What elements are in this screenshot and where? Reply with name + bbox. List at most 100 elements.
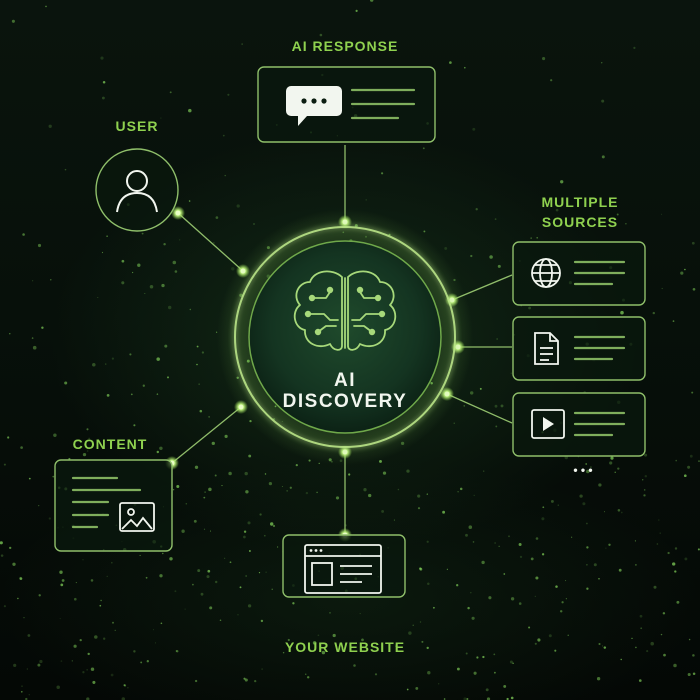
particle xyxy=(683,474,687,478)
particle xyxy=(161,283,165,288)
particle xyxy=(244,471,248,476)
particle xyxy=(100,599,102,602)
image-icon xyxy=(119,502,155,532)
particle xyxy=(22,233,25,236)
particle xyxy=(368,493,372,498)
particle xyxy=(363,488,367,492)
particle xyxy=(27,634,31,637)
particle xyxy=(88,437,90,439)
particle xyxy=(259,513,262,516)
particle xyxy=(200,592,204,596)
particle xyxy=(3,463,6,466)
particle xyxy=(642,479,644,481)
particle xyxy=(485,688,489,692)
particle xyxy=(144,292,146,295)
particle xyxy=(365,199,367,201)
particle xyxy=(60,583,64,587)
particle xyxy=(620,310,624,315)
particle xyxy=(181,529,185,533)
particle xyxy=(172,489,175,491)
particle xyxy=(417,494,421,498)
particle xyxy=(643,494,646,497)
particle xyxy=(198,383,200,385)
particle xyxy=(13,663,17,668)
particle xyxy=(488,596,492,600)
particle xyxy=(23,617,25,619)
particle xyxy=(542,57,546,61)
particle xyxy=(204,491,206,493)
particle xyxy=(658,519,660,521)
particle xyxy=(586,522,588,525)
connector-user xyxy=(177,212,244,272)
particle xyxy=(473,494,475,497)
particle xyxy=(684,268,686,271)
particle xyxy=(189,308,192,311)
particle xyxy=(494,542,496,544)
particle xyxy=(469,391,474,395)
particle xyxy=(159,574,163,578)
particle xyxy=(697,548,700,551)
particle xyxy=(673,663,677,668)
user-icon xyxy=(116,170,158,213)
particle xyxy=(38,505,40,507)
particle xyxy=(426,540,429,543)
particle xyxy=(87,652,90,656)
particle xyxy=(382,471,387,475)
particle xyxy=(241,43,243,45)
particle xyxy=(227,93,230,96)
ai-response-card xyxy=(257,66,436,143)
particle xyxy=(213,242,215,244)
particle xyxy=(698,460,700,462)
particle xyxy=(317,634,320,637)
particle xyxy=(261,668,263,670)
particle xyxy=(663,653,666,657)
particle xyxy=(582,502,586,506)
particle xyxy=(37,663,41,667)
video-play-icon xyxy=(531,409,565,439)
particle xyxy=(634,540,636,542)
particle xyxy=(208,487,212,492)
particle xyxy=(82,559,84,561)
particle xyxy=(534,642,537,645)
particle xyxy=(381,509,385,513)
particle xyxy=(675,459,677,462)
particle xyxy=(618,568,622,572)
particle xyxy=(71,660,73,662)
particle xyxy=(82,452,87,457)
particle xyxy=(0,554,4,557)
particle xyxy=(286,490,288,492)
particle xyxy=(329,612,331,614)
particle xyxy=(268,481,273,486)
website-label: YOUR WEBSITE xyxy=(284,639,406,655)
particle xyxy=(9,546,12,550)
particle xyxy=(100,56,104,60)
particle xyxy=(466,698,469,700)
particle xyxy=(90,579,94,582)
particle xyxy=(211,441,215,446)
particle xyxy=(131,271,134,274)
particle xyxy=(650,641,654,646)
ai-response-label: AI RESPONSE xyxy=(291,38,399,54)
particle xyxy=(406,688,409,691)
particle xyxy=(495,425,498,428)
particle xyxy=(691,241,695,245)
particle xyxy=(586,587,589,590)
particle xyxy=(659,532,661,534)
particle xyxy=(598,483,602,487)
particle xyxy=(245,490,249,494)
particle xyxy=(75,582,77,584)
particle xyxy=(596,677,601,681)
particle xyxy=(264,473,267,475)
center-title-line1: AI xyxy=(334,370,356,391)
particle xyxy=(676,600,680,604)
text-lines xyxy=(71,476,142,529)
particle xyxy=(557,504,559,506)
particle xyxy=(688,638,691,641)
particle xyxy=(208,416,210,418)
particle xyxy=(419,567,423,571)
particle xyxy=(361,638,364,642)
particle xyxy=(471,616,475,620)
particle xyxy=(667,551,670,555)
particle xyxy=(541,553,545,556)
particle xyxy=(7,436,10,439)
